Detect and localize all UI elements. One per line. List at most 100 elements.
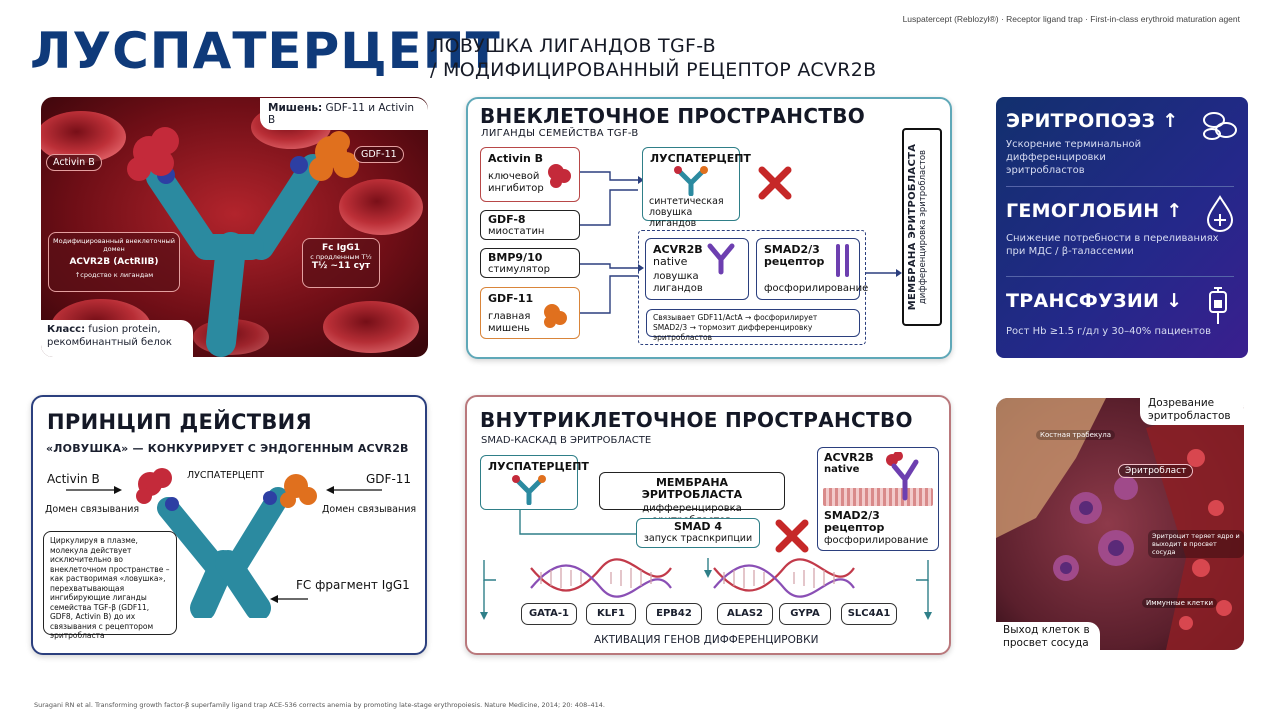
smad4-desc: запуск трасnкрипции bbox=[643, 533, 753, 544]
gene-epb42: EPB42 bbox=[646, 603, 702, 625]
gdf11-ligand-icon bbox=[544, 304, 567, 328]
intra-lusp-icon bbox=[512, 475, 546, 505]
stat-erythropoiesis: ЭРИТРОПОЭЗ ↑ Ускорение терминальной дифф… bbox=[1006, 110, 1236, 177]
membrane-box: МЕМБРАНА ЭРИТРОБЛАСТА дифференцировка эр… bbox=[902, 128, 942, 326]
gene-gypa: GYPA bbox=[779, 603, 831, 625]
intracellular-subtitle: SMAD-КАСКАД В ЭРИТРОБЛАСТЕ bbox=[481, 435, 652, 446]
intra-acvr-sub: native bbox=[824, 464, 860, 475]
target-label-key: Мишень: bbox=[268, 102, 323, 114]
native-receptor-region bbox=[638, 230, 866, 345]
lusp-box-desc: синтетическая ловушка лигандов bbox=[649, 196, 724, 229]
arrow-gdf11 bbox=[326, 486, 382, 494]
acvr-box-sub: native bbox=[653, 255, 688, 268]
intra-membrane-box: МЕМБРАНА ЭРИТРОБЛАСТА дифференцировка эр… bbox=[599, 472, 785, 526]
principle-domain-left: Домен связывания bbox=[45, 504, 140, 515]
class-key: Класс: bbox=[47, 324, 86, 335]
gdf8-title: GDF-8 bbox=[488, 213, 526, 226]
mechanism-note: Связывает GDF11/ActA → фосфорилирует SMA… bbox=[646, 309, 860, 342]
marrow-bottom-label bbox=[996, 622, 1100, 650]
activin-box-desc: ключевой ингибитор bbox=[488, 171, 544, 194]
gdf8-desc: миостатин bbox=[488, 226, 545, 237]
gene-alas2: ALAS2 bbox=[717, 603, 773, 625]
membrane-title: МЕМБРАНА ЭРИТРОБЛАСТА bbox=[907, 143, 918, 311]
intra-smad23-desc: фосфорилирование bbox=[824, 535, 929, 546]
marrow-immune: Иммунные клетки bbox=[1142, 598, 1218, 608]
subtitle: ЛОВУШКА ЛИГАНДОВ TGF-B / МОДИФИЦИРОВАННЫ… bbox=[430, 34, 876, 82]
stat-transfusions: ТРАНСФУЗИИ ↓ Рост Hb ≥1.5 г/дл у 30–40% … bbox=[1006, 290, 1236, 338]
smad-box-title: SMAD2/3 bbox=[764, 243, 820, 256]
subtitle-line-1: ЛОВУШКА ЛИГАНДОВ TGF-B bbox=[430, 35, 717, 57]
stat-transfusions-title: ТРАНСФУЗИИ ↓ bbox=[1006, 290, 1183, 312]
smad-box-sub: рецептор bbox=[764, 255, 825, 268]
principle-gdf11: GDF-11 bbox=[366, 472, 412, 486]
gdf11-box-desc: главная мишень bbox=[488, 311, 531, 334]
principle-subtitle: «ЛОВУШКА» — КОНКУРИРУЕТ С ЭНДОГЕННЫМ ACV… bbox=[46, 442, 409, 455]
smad4-title: SMAD 4 bbox=[674, 520, 722, 533]
arrow-to-membrane bbox=[866, 269, 902, 277]
gene-slc4a1: SLC4A1 bbox=[841, 603, 897, 625]
intra-block-x-icon bbox=[775, 519, 809, 553]
fc-name: Fc IgG1 bbox=[321, 243, 361, 253]
lusp-box-title: ЛУСПАТЕРЦЕПТ bbox=[650, 152, 751, 165]
top-note: Luspatercept (Reblozyl®) · Receptor liga… bbox=[902, 14, 1240, 24]
activation-label: АКТИВАЦИЯ ГЕНОВ ДИФФЕРЕНЦИРОВКИ bbox=[594, 634, 819, 646]
class-label: Класс: fusion protein, рекомбинантный бе… bbox=[41, 320, 193, 357]
block-x-icon bbox=[758, 166, 792, 200]
stat-hemoglobin-desc: Снижение потребности в переливаниях при … bbox=[1006, 233, 1219, 257]
marrow-trabecula: Костная трабекула bbox=[1036, 430, 1116, 440]
stat-hemoglobin-title: ГЕМОГЛОБИН ↑ bbox=[1006, 200, 1183, 222]
principle-title: ПРИНЦИП ДЕЙСТВИЯ bbox=[47, 410, 312, 434]
marrow-erythroblast: Эритробласт bbox=[1118, 464, 1194, 478]
stat-divider-2 bbox=[1006, 276, 1234, 277]
principle-activin: Activin B bbox=[47, 472, 100, 486]
acvr-box-desc: ловушка лигандов bbox=[653, 271, 703, 294]
fc-halflife: T½ ~11 сут bbox=[311, 261, 371, 271]
fc-small: с продленным T½ bbox=[310, 253, 372, 261]
stat-divider-1 bbox=[1006, 186, 1234, 187]
intra-smad23-title: SMAD2/3 bbox=[824, 509, 880, 522]
ecd-name: ACVR2B (ActRIIB) bbox=[69, 257, 159, 267]
drop-plus-icon bbox=[1206, 195, 1234, 233]
smad4-box: SMAD 4 запуск трасnкрипции bbox=[636, 518, 760, 548]
smad-box: SMAD2/3 рецептор фосфорилирование bbox=[756, 238, 868, 300]
dna-helix-graphic bbox=[480, 558, 932, 620]
gdf8-box: GDF-8 миостатин bbox=[480, 210, 580, 240]
activin-tag: Activin B bbox=[46, 154, 102, 171]
target-label: Мишень: GDF-11 и Activin B bbox=[260, 98, 428, 130]
intracellular-title: ВНУТРИКЛЕТОЧНОЕ ПРОСТРАНСТВО bbox=[480, 408, 913, 432]
principle-molecule bbox=[136, 468, 317, 618]
class-value-2: рекомбинантный белок bbox=[47, 337, 172, 348]
membrane-sub: дифференцировка эритробластов bbox=[918, 149, 928, 305]
target-label-value: GDF-11 и Activin B bbox=[268, 102, 415, 126]
intra-membrane-title: МЕМБРАНА ЭРИТРОБЛАСТА bbox=[641, 476, 743, 501]
activin-ligand-icon bbox=[548, 164, 571, 188]
activin-box: Activin B ключевой ингибитор bbox=[480, 147, 580, 202]
subtitle-line-2: / МОДИФИЦИРОВАННЫЙ РЕЦЕПТОР ACVR2B bbox=[430, 59, 877, 81]
principle-domain-right: Домен связывания bbox=[322, 504, 417, 515]
smad-box-desc: фосфорилирование bbox=[764, 283, 869, 294]
acvr-box-title: ACVR2B bbox=[653, 243, 703, 256]
bmp-desc: стимулятор bbox=[488, 264, 550, 275]
stat-transfusions-desc: Рост Hb ≥1.5 г/дл у 30–40% пациентов bbox=[1006, 326, 1211, 337]
molecule-panel bbox=[41, 97, 428, 357]
gene-gata1: GATA-1 bbox=[521, 603, 577, 625]
intra-smad23-sub: рецептор bbox=[824, 521, 885, 534]
molecule-illustration bbox=[41, 97, 428, 357]
stats-panel bbox=[996, 97, 1248, 358]
intra-lusp-title: ЛУСПАТЕРЦЕПТ bbox=[488, 460, 589, 473]
marrow-panel bbox=[996, 398, 1244, 650]
class-value: fusion protein, bbox=[88, 324, 161, 335]
ecd-small: Модифицированный внеклеточный домен bbox=[53, 237, 175, 253]
ligand-connectors bbox=[580, 171, 644, 314]
principle-fc: FC фрагмент IgG1 bbox=[296, 578, 410, 592]
bmp-title: BMP9/10 bbox=[488, 251, 543, 264]
intra-lusp-box: ЛУСПАТЕРЦЕПТ bbox=[480, 455, 589, 510]
brand-title: ЛУСПАТЕРЦЕПТ bbox=[30, 22, 501, 80]
extracellular-subtitle: ЛИГАНДЫ СЕМЕЙСТВА TGF-B bbox=[481, 128, 639, 139]
marrow-enucleation: Эритроцит теряет ядро и выходит в просве… bbox=[1148, 530, 1244, 558]
membrane-vertical-text: МЕМБРАНА ЭРИТРОБЛАСТА дифференцировка эр… bbox=[907, 132, 928, 322]
stat-hemoglobin: ГЕМОГЛОБИН ↑ Снижение потребности в пере… bbox=[1006, 200, 1236, 258]
marrow-illustration bbox=[996, 398, 1244, 650]
bmp-box: BMP9/10 стимулятор bbox=[480, 248, 580, 278]
activin-box-title: Activin B bbox=[488, 152, 544, 165]
